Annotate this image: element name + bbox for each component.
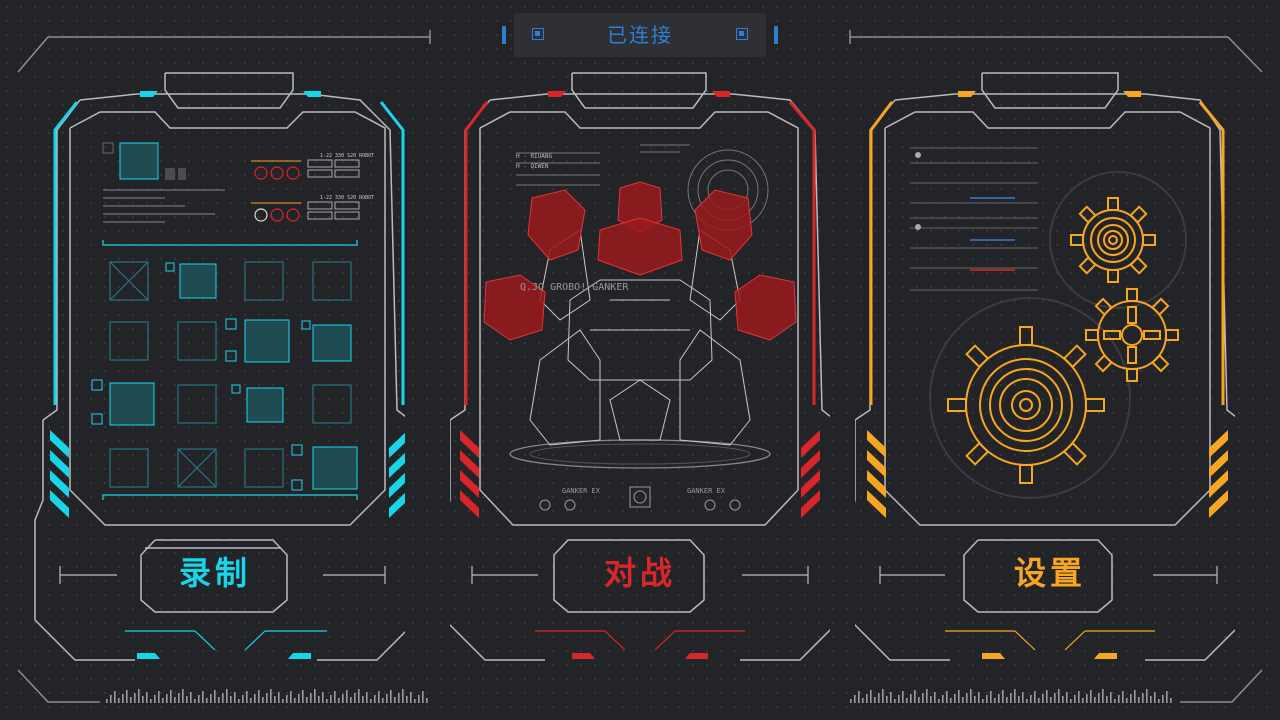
- record-panel[interactable]: 1-22 330 S20 ROBOT 1-22 330 S20 ROBOT: [25, 0, 405, 720]
- status-square-icon: [532, 28, 544, 40]
- robot-illustration: Q.JQ GROBO! GANKER: [483, 181, 797, 469]
- svg-text:H - RIUANG: H - RIUANG: [516, 153, 553, 160]
- gear-large-icon: [947, 326, 1105, 484]
- record-button-label: 录制: [178, 554, 251, 592]
- connection-status: 已连接: [514, 13, 766, 57]
- gear-small-icon: [1085, 288, 1179, 382]
- battle-button-label: 对战: [603, 554, 676, 592]
- settings-panel[interactable]: 设置: [855, 0, 1235, 720]
- status-bar-right: [774, 26, 778, 44]
- record-panel-frame: 1-22 330 S20 ROBOT 1-22 330 S20 ROBOT: [34, 72, 405, 661]
- gear-medium-icon: [1070, 197, 1156, 283]
- svg-text:GANKER EX: GANKER EX: [687, 487, 726, 495]
- battle-panel[interactable]: H - RIUANG H - QIWEN: [450, 0, 830, 720]
- svg-text:1-22 330 S20 ROBOT: 1-22 330 S20 ROBOT: [320, 195, 374, 201]
- settings-button-label: 设置: [1013, 554, 1086, 592]
- settings-button[interactable]: 设置: [965, 537, 1135, 610]
- record-screen: 1-22 330 S20 ROBOT 1-22 330 S20 ROBOT: [91, 142, 374, 500]
- battle-panel-frame: H - RIUANG H - QIWEN: [450, 72, 830, 661]
- svg-text:Q.JQ GROBO! GANKER: Q.JQ GROBO! GANKER: [520, 282, 629, 293]
- status-square-icon: [736, 28, 748, 40]
- status-bar-left: [502, 26, 506, 44]
- svg-text:GANKER EX: GANKER EX: [562, 487, 601, 495]
- svg-text:1-22 330 S20 ROBOT: 1-22 330 S20 ROBOT: [320, 153, 374, 159]
- svg-text:H - QIWEN: H - QIWEN: [516, 163, 549, 170]
- record-button[interactable]: 录制: [130, 537, 300, 610]
- connection-status-text: 已连接: [607, 23, 673, 47]
- settings-panel-frame: [855, 72, 1235, 661]
- battle-button[interactable]: 对战: [555, 537, 725, 610]
